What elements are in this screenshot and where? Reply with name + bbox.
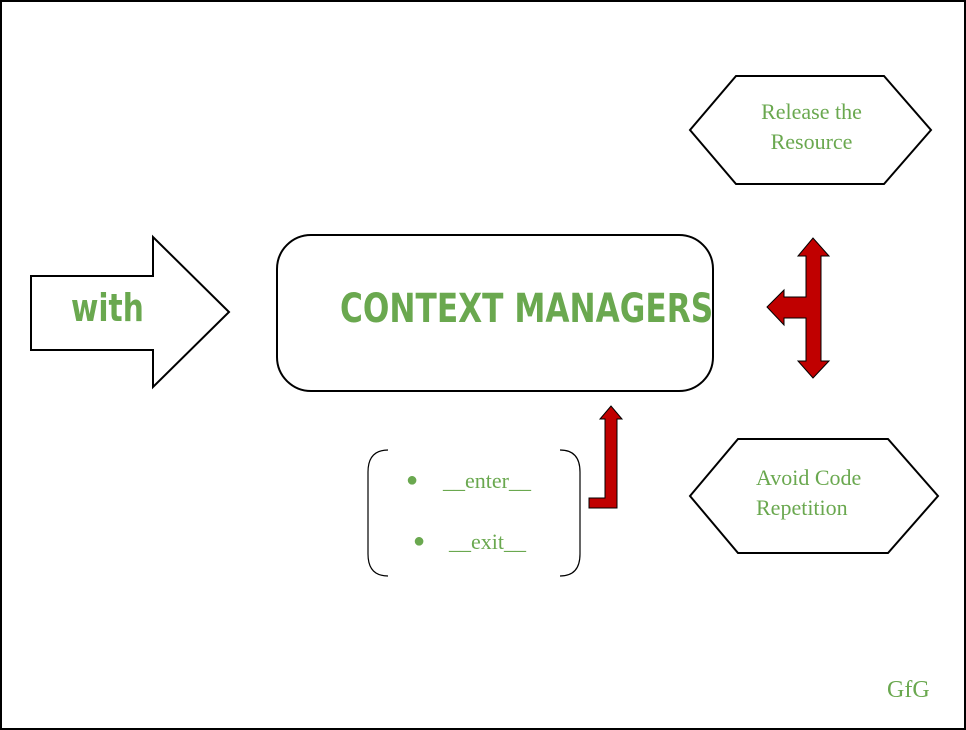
methods-bracket-right <box>559 449 581 577</box>
release-resource-label: Release the Resource <box>690 97 933 157</box>
red-three-way-arrow <box>766 237 831 379</box>
methods-bracket-left <box>367 449 389 577</box>
avoid-repetition-label: Avoid Code Repetition <box>756 463 861 523</box>
release-line-2: Resource <box>770 129 853 154</box>
bullet-icon: ● <box>413 530 426 552</box>
context-managers-box <box>276 234 714 392</box>
avoid-hexagon <box>688 438 940 554</box>
avoid-line-1: Avoid Code <box>756 465 862 490</box>
release-line-1: Release the <box>761 99 862 124</box>
with-arrow-shape <box>30 234 231 390</box>
gfg-watermark: GfG <box>887 677 930 703</box>
enter-method-label: __enter__ <box>443 468 531 493</box>
context-managers-title: CONTEXT MANAGERS <box>340 286 714 332</box>
exit-method-label: __exit__ <box>449 529 526 554</box>
red-up-arrow <box>588 405 624 509</box>
avoid-line-2: Repetition <box>756 495 848 520</box>
with-keyword-label: with <box>71 286 144 330</box>
release-hexagon <box>688 75 933 185</box>
bullet-icon: ● <box>406 469 419 491</box>
